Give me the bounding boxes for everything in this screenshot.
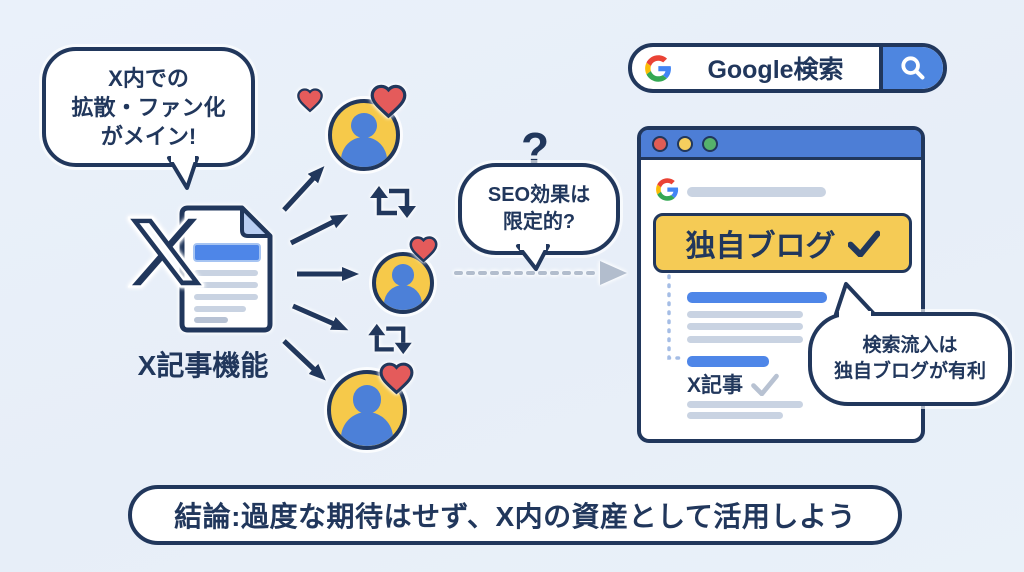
- speech-bubble-tail: [516, 241, 550, 271]
- user-avatar: [372, 252, 434, 314]
- checkmark-icon: [751, 373, 779, 396]
- search-button[interactable]: [879, 47, 943, 89]
- maximize-dot-icon[interactable]: [702, 135, 718, 152]
- avatar-body: [383, 284, 423, 310]
- x-benefit-speech-bubble: X内での 拡散・ファン化 がメイン!: [42, 47, 255, 167]
- bubble-line: SEO効果は: [487, 184, 591, 206]
- avatar-head: [352, 384, 382, 414]
- bubble-line: 拡散・ファン化: [71, 94, 226, 120]
- x-article-label: X記事: [687, 374, 744, 397]
- result-text-line: [687, 323, 803, 330]
- avatar-head: [392, 264, 414, 286]
- speech-bubble-tail: [834, 282, 876, 319]
- result-title-bar: [687, 292, 827, 303]
- browser-titlebar: [641, 130, 921, 160]
- heart-icon: [297, 88, 323, 113]
- bubble-line: 独自ブログが有利: [833, 361, 986, 382]
- checkmark-icon: [847, 230, 880, 257]
- own-blog-label: 独自ブログ: [685, 230, 836, 263]
- google-g-icon: [656, 178, 679, 201]
- google-g-icon: [645, 54, 671, 82]
- dashed-arrow: [454, 261, 627, 285]
- document-icon: [179, 205, 273, 333]
- heart-icon: [379, 362, 414, 395]
- x-logo-icon: [128, 216, 204, 288]
- speech-bubble-tail: [167, 153, 199, 190]
- result-text-line: [687, 336, 803, 343]
- bubble-line: X内での: [108, 65, 189, 91]
- avatar-body: [341, 412, 393, 446]
- bubble-line: がメイン!: [100, 123, 197, 149]
- avatar-body: [340, 136, 388, 167]
- heart-icon: [370, 84, 407, 119]
- minimize-dot-icon[interactable]: [677, 135, 693, 152]
- repost-icon: [368, 323, 412, 355]
- bubble-line: 限定的?: [502, 211, 576, 233]
- result-text-line: [687, 401, 803, 408]
- result-text-line: [687, 311, 803, 318]
- own-blog-result-highlight: 独自ブログ: [653, 213, 912, 273]
- search-traffic-speech-bubble: 検索流入は 独自ブログが有利: [808, 312, 1012, 406]
- close-dot-icon[interactable]: [652, 135, 668, 152]
- x-article-feature-label: X記事機能: [137, 350, 269, 381]
- google-search-bar: Google検索: [628, 43, 947, 93]
- heart-icon: [409, 236, 438, 263]
- bubble-line: 検索流入は: [862, 335, 958, 356]
- search-query-bar: [687, 187, 826, 197]
- avatar-head: [351, 112, 377, 139]
- result-text-line: [687, 412, 783, 419]
- x-article-result: X記事: [687, 369, 779, 399]
- indent-connector: [667, 274, 683, 360]
- x-article-title-bar: [687, 356, 769, 367]
- repost-icon: [370, 186, 416, 218]
- search-bar-label: Google検索: [707, 56, 844, 84]
- conclusion-banner: 結論:過度な期待はせず、X内の資産として活用しよう: [128, 485, 902, 545]
- search-icon: [901, 56, 925, 80]
- conclusion-text: 結論:過度な期待はせず、X内の資産として活用しよう: [174, 501, 856, 532]
